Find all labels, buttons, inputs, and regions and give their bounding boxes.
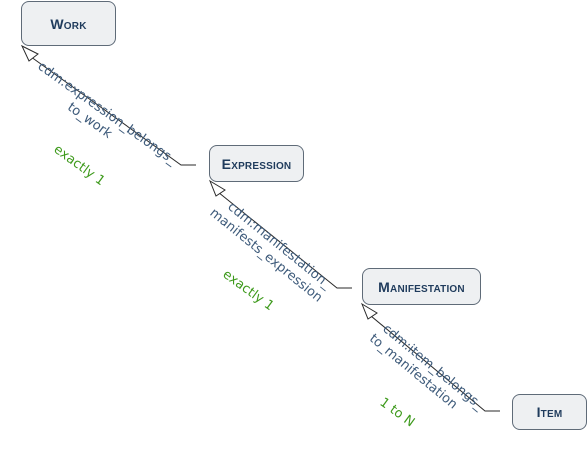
cardinality-expression-work: exactly 1 xyxy=(51,142,108,189)
item-node-label: Item xyxy=(536,404,563,420)
cardinality-item-manifestation: 1 to N xyxy=(377,395,418,430)
arrowhead-expression xyxy=(208,179,226,197)
arrowhead-work xyxy=(20,44,39,62)
manifestation-node-label: Manifestation xyxy=(378,278,465,295)
connector-manifestation-expression xyxy=(212,187,352,289)
cardinality-manifestation-expression: exactly 1 xyxy=(220,267,277,314)
manifestation-node[interactable]: Manifestation xyxy=(362,268,481,305)
expression-node[interactable]: Expression xyxy=(209,145,304,182)
connector-item-manifestation xyxy=(364,310,500,412)
connector-expression-work xyxy=(26,53,196,166)
edge-label-item-manifestation-line1: cdm:item_belongs_ xyxy=(379,322,486,414)
item-node[interactable]: Item xyxy=(512,394,587,430)
arrowhead-manifestation xyxy=(360,302,378,320)
work-node[interactable]: Work xyxy=(21,1,116,46)
work-node-label: Work xyxy=(50,15,87,32)
expression-node-label: Expression xyxy=(221,155,292,172)
edge-label-manifestation-expression-line2: manifests_expression xyxy=(207,206,325,306)
